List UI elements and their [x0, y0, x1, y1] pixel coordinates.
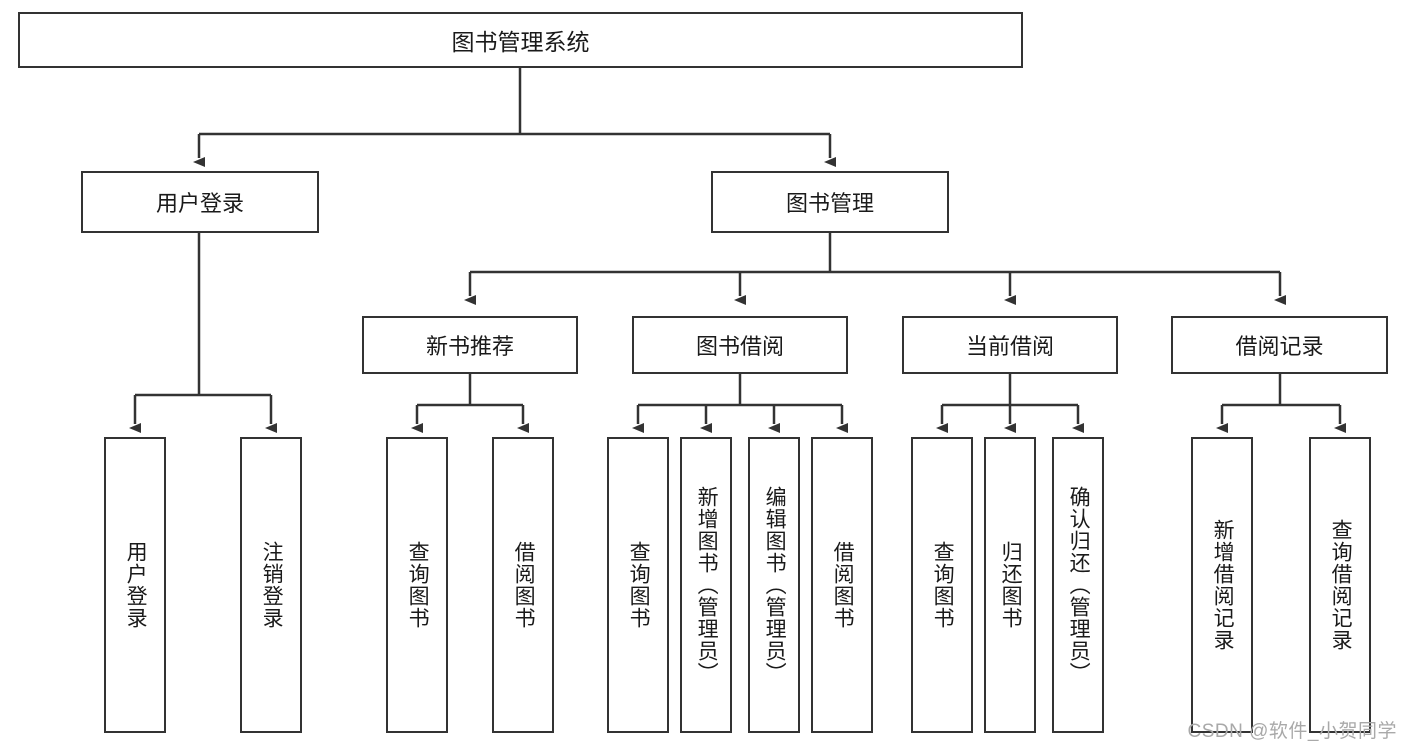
leaf-query-books-current[interactable]: 查询图书	[911, 437, 973, 733]
node-label: 图书借阅	[695, 334, 784, 359]
node-current-borrow[interactable]: 当前借阅	[902, 316, 1118, 374]
node-label: 当前借阅	[965, 334, 1054, 359]
node-label: 确认归还（管理员）	[1067, 486, 1091, 684]
node-book-management[interactable]: 图书管理	[711, 171, 949, 233]
node-label: 借阅图书	[512, 541, 536, 629]
node-label: 新增图书（管理员）	[695, 486, 719, 684]
node-label: 查询图书	[627, 541, 651, 629]
leaf-user-login[interactable]: 用户登录	[104, 437, 166, 733]
node-root-system[interactable]: 图书管理系统	[18, 12, 1023, 68]
node-label: 图书管理系统	[451, 29, 590, 55]
leaf-borrow-books-recommend[interactable]: 借阅图书	[492, 437, 554, 733]
node-label: 用户登录	[124, 541, 148, 629]
leaf-logout[interactable]: 注销登录	[240, 437, 302, 733]
node-label: 查询借阅记录	[1329, 519, 1353, 651]
node-book-borrow[interactable]: 图书借阅	[632, 316, 848, 374]
leaf-add-book-admin[interactable]: 新增图书（管理员）	[680, 437, 732, 733]
node-label: 借阅图书	[831, 541, 855, 629]
node-label: 图书管理	[785, 191, 874, 216]
leaf-query-books-borrow[interactable]: 查询图书	[607, 437, 669, 733]
watermark-text: CSDN @软件_小贺同学	[1187, 721, 1397, 742]
leaf-return-books[interactable]: 归还图书	[984, 437, 1036, 733]
node-label: 新书推荐	[425, 334, 514, 359]
node-label: 查询图书	[931, 541, 955, 629]
leaf-query-books-recommend[interactable]: 查询图书	[386, 437, 448, 733]
node-new-book-recommend[interactable]: 新书推荐	[362, 316, 578, 374]
leaf-borrow-books[interactable]: 借阅图书	[811, 437, 873, 733]
node-label: 新增借阅记录	[1211, 519, 1235, 651]
node-user-login[interactable]: 用户登录	[81, 171, 319, 233]
leaf-confirm-return-admin[interactable]: 确认归还（管理员）	[1052, 437, 1104, 733]
leaf-add-borrow-record[interactable]: 新增借阅记录	[1191, 437, 1253, 733]
leaf-query-borrow-record[interactable]: 查询借阅记录	[1309, 437, 1371, 733]
node-label: 用户登录	[155, 191, 244, 216]
node-label: 编辑图书（管理员）	[763, 486, 787, 684]
node-label: 归还图书	[999, 541, 1023, 629]
node-label: 注销登录	[260, 541, 284, 629]
leaf-edit-book-admin[interactable]: 编辑图书（管理员）	[748, 437, 800, 733]
node-label: 查询图书	[406, 541, 430, 629]
node-borrow-records[interactable]: 借阅记录	[1171, 316, 1388, 374]
node-label: 借阅记录	[1235, 334, 1324, 359]
